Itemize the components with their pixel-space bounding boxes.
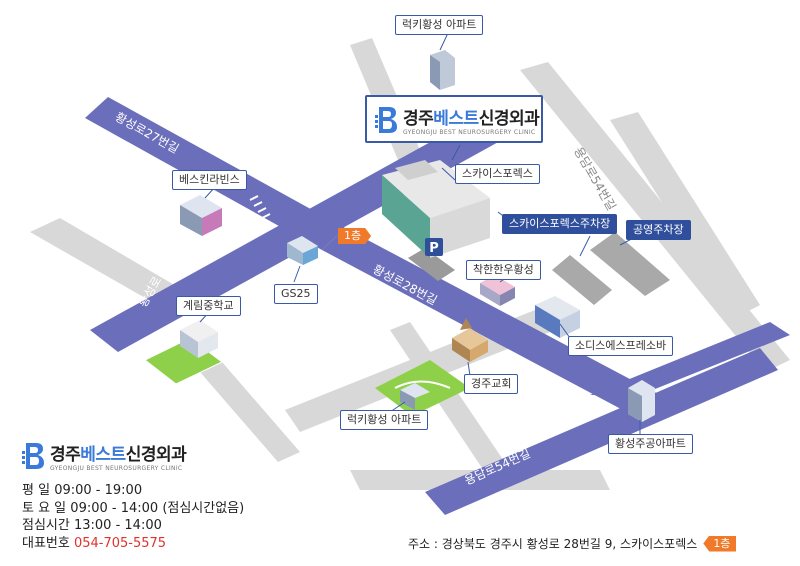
label-chakhan: 착한한우황성 xyxy=(466,260,541,280)
map-logo-subtitle: GYEONGJU BEST NEUROSURGERY CLINIC xyxy=(403,129,536,136)
clinic-hours: 평 일 09:00 - 19:00 토 요 일 09:00 - 14:00 (점… xyxy=(22,482,244,552)
label-hwangseong-apt: 황성주공아파트 xyxy=(608,434,693,454)
label-public-parking: 공영주차장 xyxy=(626,220,691,240)
label-skyplex-parking: 스카이스포렉스주차장 xyxy=(502,214,618,234)
church-building xyxy=(452,318,488,362)
footer-logo-subtitle: GYEONGJU BEST NEUROSURGERY CLINIC xyxy=(50,465,183,472)
side-road-right-vert xyxy=(610,112,760,318)
label-vescin: 베스킨라빈스 xyxy=(172,170,247,190)
label-lucky-top: 럭키황성 아파트 xyxy=(395,15,484,35)
vescin-building xyxy=(180,195,222,236)
road-yongdam-top-right xyxy=(590,322,790,395)
public-parking-lot xyxy=(590,232,670,296)
label-gyerim: 계림중학교 xyxy=(176,296,241,316)
label-skyplex: 스카이스포렉스 xyxy=(455,164,540,184)
hours-saturday: 토 요 일 09:00 - 14:00 (점심시간없음) xyxy=(22,500,245,516)
footer-hospital-logo: 경주베스트신경외과 GYEONGJU BEST NEUROSURGERY CLI… xyxy=(22,440,187,472)
hours-weekday: 평 일 09:00 - 19:00 xyxy=(22,483,143,498)
skyplex-building xyxy=(382,160,490,258)
clinic-address: 주소 : 경상북도 경주시 황성로 28번길 9, 스카이스포렉스 1층 xyxy=(408,535,737,552)
hours-lunch: 점심시간 13:00 - 14:00 xyxy=(22,518,162,533)
road-hwangseong-28 xyxy=(322,228,660,417)
building-parking xyxy=(408,248,455,281)
parking-sign: P xyxy=(425,238,443,256)
label-lucky-bottom: 럭키황성 아파트 xyxy=(340,410,429,430)
crosswalk xyxy=(249,195,271,219)
label-church: 경주교회 xyxy=(464,374,519,394)
lucky-top-building xyxy=(430,50,455,90)
floor-tag: 1층 xyxy=(338,228,372,244)
chakhan-building xyxy=(480,275,515,306)
park-path xyxy=(394,380,451,389)
map-hospital-logo: 경주베스트신경외과 GYEONGJU BEST NEUROSURGERY CLI… xyxy=(365,95,543,143)
road-yongdam-bottom xyxy=(425,348,778,515)
hours-phone: 대표번호 054-705-5575 xyxy=(22,535,167,551)
side-road-church xyxy=(390,322,510,480)
skyplex-parking-lot xyxy=(552,255,612,305)
gs25-building xyxy=(287,236,318,265)
logo-mark-icon xyxy=(375,107,397,133)
school-building xyxy=(180,320,218,358)
footer-logo-mark-icon xyxy=(22,443,44,469)
footer-logo-title: 경주베스트신경외과 xyxy=(50,445,187,465)
address-floor-chip: 1층 xyxy=(703,535,737,552)
svg-text:P: P xyxy=(429,241,439,256)
apt-bottom-building xyxy=(400,383,430,410)
label-gs25: GS25 xyxy=(274,284,318,304)
side-road-bottom-left xyxy=(200,362,300,462)
hwangseong-apt-building xyxy=(628,380,655,422)
label-sodis: 소디스에스프레소바 xyxy=(568,336,674,356)
map-logo-title: 경주베스트신경외과 xyxy=(403,109,540,129)
phone-number[interactable]: 054-705-5575 xyxy=(73,535,167,551)
